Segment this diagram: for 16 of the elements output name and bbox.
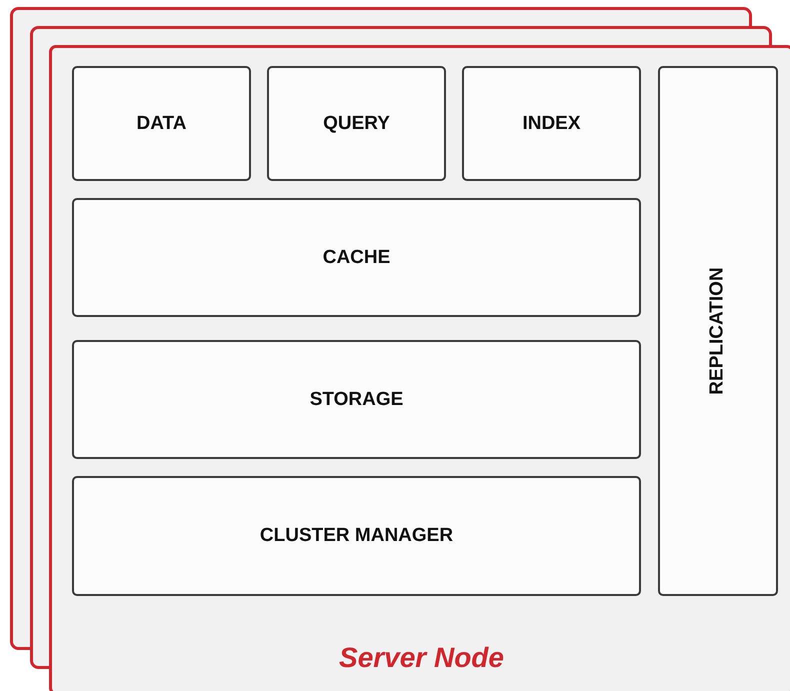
component-label: REPLICATION [707,267,729,395]
component-label: DATA [136,112,186,134]
component-label: CLUSTER MANAGER [260,525,454,547]
component-label: QUERY [323,112,390,134]
component-label: CACHE [322,246,390,268]
card-caption: Server Node [339,642,504,673]
component-box [72,476,641,596]
component-label: INDEX [522,112,581,134]
component-box [658,66,778,596]
server-card [49,45,790,691]
component-box [267,66,446,181]
component-box [462,66,641,181]
component-box [72,198,641,317]
component-label: STORAGE [310,388,404,410]
component-box [72,340,641,459]
component-box [72,66,251,181]
